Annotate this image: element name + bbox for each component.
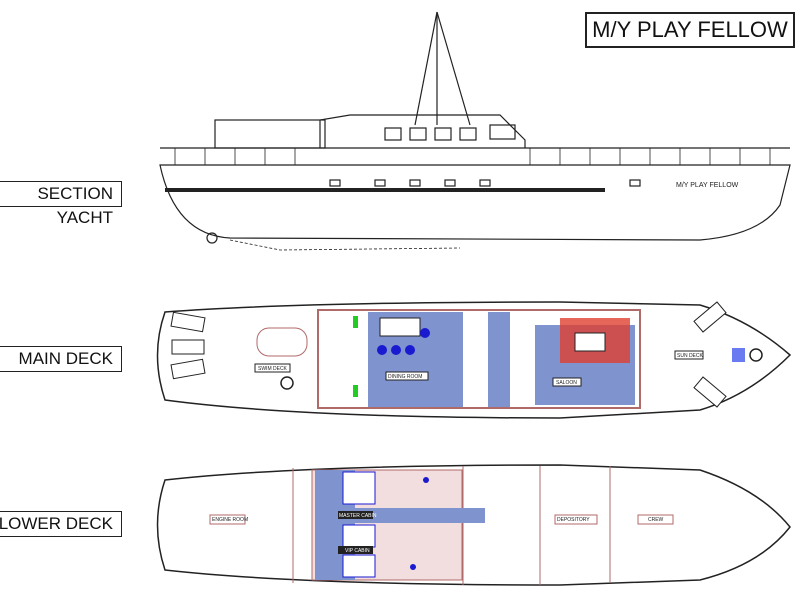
sun-deck-label: SUN DECK — [677, 353, 704, 359]
main-deck-plan — [156, 301, 792, 419]
dining-room-label: DINING ROOM — [388, 374, 422, 380]
saloon-label: SALOON — [556, 380, 577, 386]
engine-room-label: ENGINE ROOM — [212, 517, 248, 523]
section-view — [159, 11, 791, 251]
vip-cabin-label: VIP CABIN — [345, 548, 370, 554]
main-deck-label: MAIN DECK — [0, 346, 122, 372]
lower-deck-plan — [156, 464, 791, 586]
yacht-title: M/Y PLAY FELLOW — [585, 12, 795, 48]
hull-name: M/Y PLAY FELLOW — [676, 182, 739, 189]
depository-label: DEPOSITORY — [557, 517, 590, 523]
lower-deck-label: LOWER DECK — [0, 511, 122, 537]
crew-label: CREW — [648, 517, 664, 523]
master-cabin-label: MASTER CABIN — [339, 513, 377, 519]
swim-deck-label: SWIM DECK — [258, 366, 288, 372]
section-yacht-label: SECTION YACHT — [0, 181, 122, 227]
